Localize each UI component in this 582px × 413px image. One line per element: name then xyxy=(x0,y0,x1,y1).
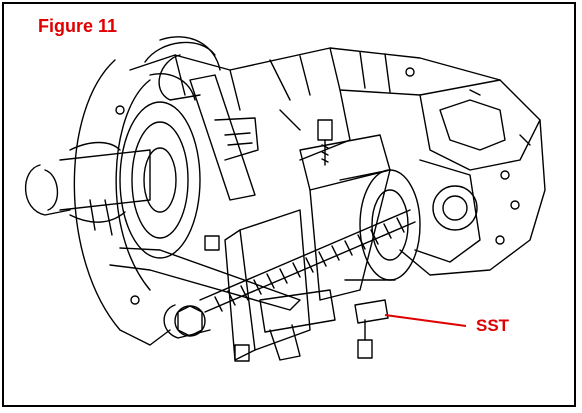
shaft-and-hand xyxy=(24,141,151,236)
adjustable-wrench xyxy=(158,36,259,201)
figure-title: Figure 11 xyxy=(38,16,118,36)
bell-housing xyxy=(73,54,241,346)
figure-frame: Figure 11 xyxy=(2,2,576,407)
box-wrench xyxy=(109,247,301,339)
sst-callout-label: SST xyxy=(476,316,510,335)
transmission-housing xyxy=(229,47,546,276)
sst-callout-line xyxy=(384,314,467,327)
hand-on-tool xyxy=(144,41,216,101)
special-service-tool xyxy=(199,119,421,362)
